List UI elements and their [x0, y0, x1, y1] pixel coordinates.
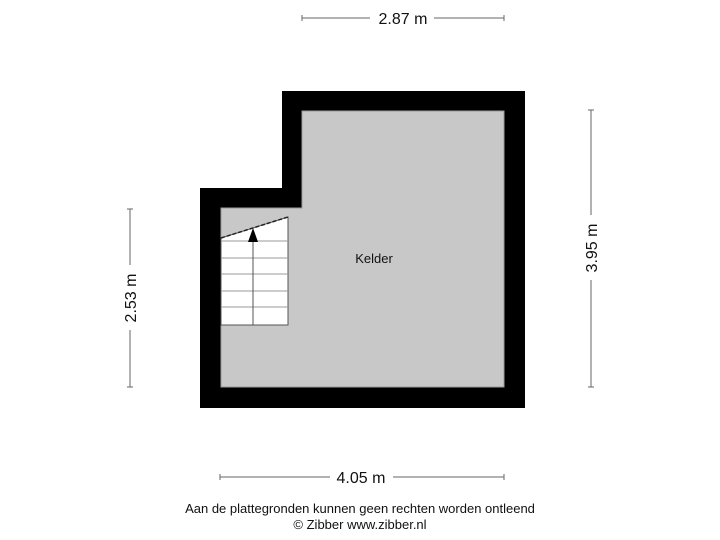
stair-direction-arrow-icon: [248, 228, 258, 242]
footer-copyright: © Zibber www.zibber.nl: [293, 517, 427, 532]
dimension-left-label: 2.53 m: [123, 274, 140, 323]
dimension-right: 3.95 m: [584, 109, 601, 388]
footer-disclaimer: Aan de plattegronden kunnen geen rechten…: [185, 501, 535, 516]
room-floor-kelder: [220, 110, 505, 388]
staircase: [220, 216, 289, 326]
dimension-top: 2.87 m: [301, 11, 505, 28]
dimension-right-label: 3.95 m: [584, 224, 601, 273]
dimension-bottom: 4.05 m: [219, 470, 505, 487]
dimension-left: 2.53 m: [123, 208, 140, 388]
room-label: Kelder: [355, 251, 393, 266]
dimension-bottom-label: 4.05 m: [337, 470, 386, 487]
dimension-top-label: 2.87 m: [379, 11, 428, 28]
